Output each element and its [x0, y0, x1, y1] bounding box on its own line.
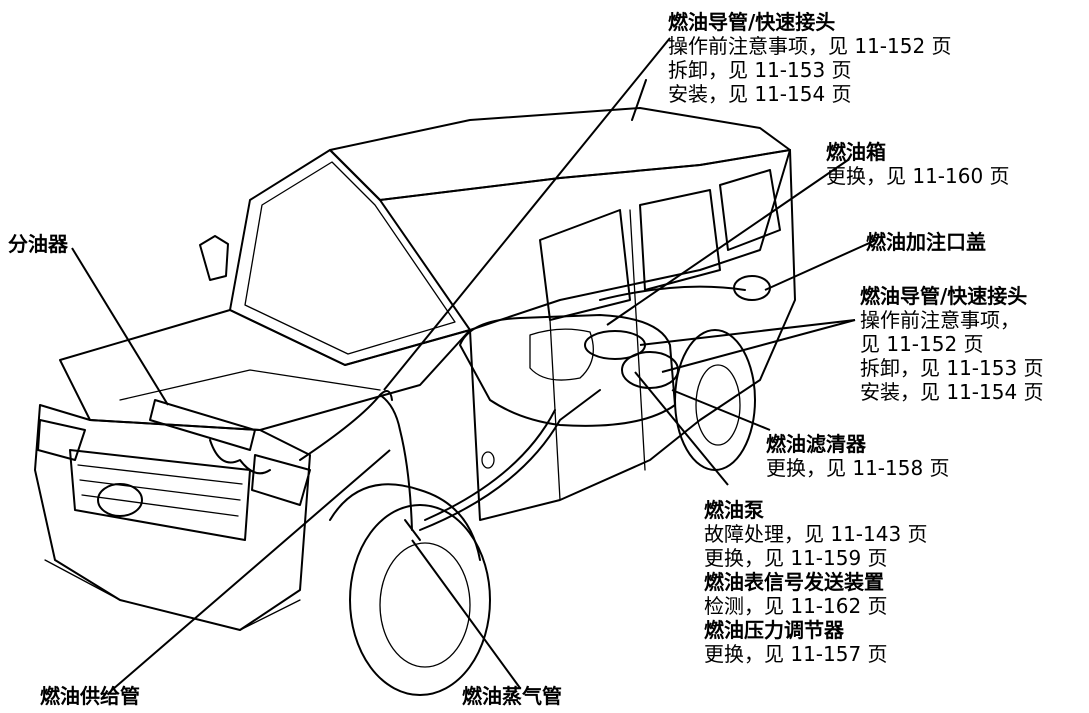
label-quick-top-line: 操作前注意事项，见 11-152 页: [668, 34, 952, 58]
label-sender-line: 检测，见 11-162 页: [704, 594, 888, 618]
label-fuel-pump-group: 燃油泵 故障处理，见 11-143 页 更换，见 11-159 页 燃油表信号发…: [704, 498, 928, 666]
label-quick-right-line: 拆卸，见 11-153 页: [860, 356, 1044, 380]
label-supply-line: 燃油供给管: [40, 684, 140, 708]
label-quick-top-line: 拆卸，见 11-153 页: [668, 58, 852, 82]
left-headlight: [37, 419, 86, 461]
leader-distributor: [71, 247, 169, 406]
label-distributor-title: 分油器: [8, 232, 68, 256]
label-pump-line: 更换，见 11-159 页: [704, 546, 888, 570]
leader-lines: [71, 37, 877, 691]
right-headlight: [251, 454, 311, 506]
label-quick-top-line: 安装，见 11-154 页: [668, 82, 852, 106]
label-quick-right-line: 操作前注意事项，: [860, 308, 1020, 332]
quarter-window: [719, 169, 781, 251]
label-pump-title: 燃油泵: [704, 498, 764, 522]
label-filler-cap-title: 燃油加注口盖: [866, 230, 986, 254]
leader-vapor-line: [411, 539, 521, 689]
leader-quick-right-2: [661, 319, 856, 373]
suv-outline: [34, 79, 796, 696]
label-regulator-title: 燃油压力调节器: [704, 618, 844, 642]
leader-supply-line: [111, 449, 391, 691]
rear-door-window: [639, 189, 721, 291]
side-mirror: [199, 235, 229, 281]
label-filter-line: 更换，见 11-158 页: [766, 456, 950, 480]
label-quick-right-line: 见 11-152 页: [860, 332, 984, 356]
label-quick-top-title: 燃油导管/快速接头: [668, 10, 836, 34]
filler-door: [733, 275, 771, 301]
label-vapor-line-title: 燃油蒸气管: [462, 684, 562, 708]
grille: [69, 449, 251, 541]
label-fuel-tank: 燃油箱 更换，见 11-160 页: [826, 140, 1010, 188]
front-door-window: [539, 209, 631, 321]
label-tank-line: 更换，见 11-160 页: [826, 164, 1010, 188]
label-quick-connector-right: 燃油导管/快速接头 操作前注意事项， 见 11-152 页 拆卸，见 11-15…: [860, 284, 1044, 404]
leader-quick-right-1: [639, 319, 856, 346]
label-pump-line: 故障处理，见 11-143 页: [704, 522, 928, 546]
label-quick-right-title: 燃油导管/快速接头: [860, 284, 1028, 308]
label-filler-cap: 燃油加注口盖: [866, 230, 986, 254]
label-filter-title: 燃油滤清器: [766, 432, 866, 456]
label-regulator-line: 更换，见 11-157 页: [704, 642, 888, 666]
leader-filter: [671, 389, 771, 431]
label-sender-title: 燃油表信号发送装置: [704, 570, 884, 594]
front-wheel: [349, 504, 491, 696]
label-quick-connector-top: 燃油导管/快速接头 操作前注意事项，见 11-152 页 拆卸，见 11-153…: [668, 10, 952, 106]
label-supply-line-title: 燃油供给管: [40, 684, 140, 708]
antenna: [631, 79, 647, 121]
label-quick-right-line: 安装，见 11-154 页: [860, 380, 1044, 404]
leader-quick-top: [383, 37, 671, 391]
fuel-tank-shape: [459, 314, 676, 427]
badge: [97, 483, 143, 517]
label-fuel-filter: 燃油滤清器 更换，见 11-158 页: [766, 432, 950, 480]
label-vapor-line: 燃油蒸气管: [462, 684, 562, 708]
leader-filler-cap: [764, 239, 877, 291]
leader-pump: [634, 371, 729, 486]
leader-tank: [606, 159, 849, 326]
label-tank-title: 燃油箱: [826, 140, 886, 164]
fuel-rail: [149, 399, 256, 451]
label-distributor: 分油器: [8, 232, 68, 256]
